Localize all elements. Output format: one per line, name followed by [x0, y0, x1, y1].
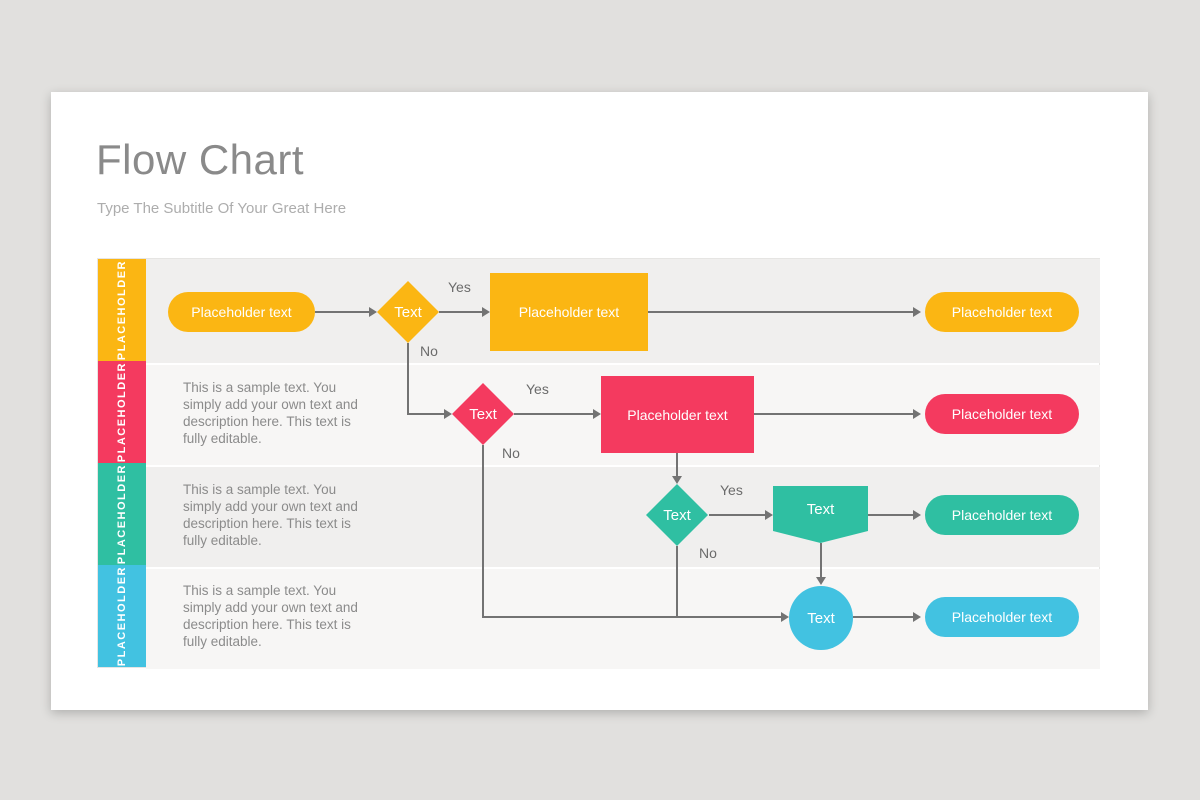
lane-2-description: This is a sample text. You simply add yo…: [183, 380, 358, 446]
arrow-head: [444, 409, 452, 419]
connector-circle: Text: [789, 586, 853, 650]
connector-line: [709, 514, 765, 516]
lane-tab-3: PLACEHOLDER: [98, 463, 146, 565]
lane-tab-4-label: PLACEHOLDER: [116, 565, 128, 667]
connector-line: [407, 343, 409, 415]
lane-4-description: This is a sample text. You simply add yo…: [183, 583, 358, 649]
connector-line: [648, 311, 913, 313]
connector-line: [439, 311, 482, 313]
connector-line: [754, 413, 913, 415]
connector-line: [407, 413, 444, 415]
arrow-head: [781, 612, 789, 622]
end-pill-1: Placeholder text: [925, 292, 1079, 332]
end-pill-4: Placeholder text: [925, 597, 1079, 637]
lane-tab-4: PLACEHOLDER: [98, 565, 146, 667]
arrow-head: [482, 307, 490, 317]
connector-line: [676, 546, 678, 618]
process-box-2: Placeholder text: [601, 376, 754, 453]
lane-3-description: This is a sample text. You simply add yo…: [183, 482, 358, 548]
slide-card: Flow Chart Type The Subtitle Of Your Gre…: [51, 92, 1148, 710]
connector-line: [482, 616, 781, 618]
no-label: No: [502, 445, 520, 461]
connector-line: [482, 445, 484, 618]
lane-tabs: PLACEHOLDER PLACEHOLDER PLACEHOLDER PLAC…: [98, 259, 146, 667]
lane-tab-1-label: PLACEHOLDER: [116, 259, 128, 361]
arrow-head: [913, 612, 921, 622]
no-label: No: [420, 343, 438, 359]
arrow-head: [765, 510, 773, 520]
lane-tab-2: PLACEHOLDER: [98, 361, 146, 463]
yes-label: Yes: [526, 381, 549, 397]
connector-line: [315, 311, 369, 313]
arrow-head: [672, 476, 682, 484]
arrow-head: [369, 307, 377, 317]
flowchart-panel: PLACEHOLDER PLACEHOLDER PLACEHOLDER PLAC…: [97, 258, 1100, 669]
lane-tab-1: PLACEHOLDER: [98, 259, 146, 361]
arrow-head: [913, 307, 921, 317]
no-label: No: [699, 545, 717, 561]
end-pill-3: Placeholder text: [925, 495, 1079, 535]
arrow-head: [913, 409, 921, 419]
start-pill: Placeholder text: [168, 292, 315, 332]
connector-line: [820, 543, 822, 577]
connector-line: [514, 413, 593, 415]
connector-line: [853, 616, 913, 618]
yes-label: Yes: [448, 279, 471, 295]
connector-line: [868, 514, 913, 516]
slide-subtitle: Type The Subtitle Of Your Great Here: [97, 200, 347, 217]
lane-tab-2-label: PLACEHOLDER: [116, 361, 128, 463]
end-pill-2: Placeholder text: [925, 394, 1079, 434]
arrow-head: [593, 409, 601, 419]
slide-title: Flow Chart: [96, 136, 305, 183]
yes-label: Yes: [720, 482, 743, 498]
banner-shape: Text: [773, 486, 868, 543]
process-box-1: Placeholder text: [490, 273, 648, 351]
arrow-head: [913, 510, 921, 520]
arrow-head: [816, 577, 826, 585]
lane-tab-3-label: PLACEHOLDER: [116, 463, 128, 565]
connector-line: [676, 453, 678, 477]
